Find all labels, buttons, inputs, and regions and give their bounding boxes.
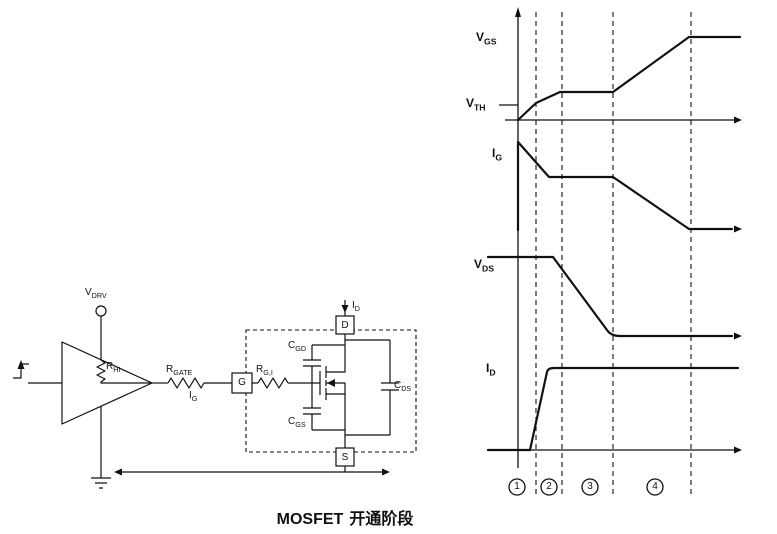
vgs-axis-arrow <box>734 116 742 124</box>
cgd-label-sub: GD <box>295 344 307 353</box>
figure-caption: MOSFET 开通阶段 <box>225 505 465 529</box>
id-label-base: I <box>486 361 490 375</box>
drain-terminal-letter: D <box>341 320 349 331</box>
ground-symbol <box>91 477 111 489</box>
caption-en: MOSFET <box>276 511 344 528</box>
mosfet-body-lead <box>326 382 346 394</box>
ig-circuit-label-base: I <box>189 390 192 401</box>
ig-circuit-label: IG <box>189 390 197 403</box>
vds-label-sub: DS <box>482 263 494 274</box>
gate-terminal-letter: G <box>238 377 246 388</box>
cgs-capacitor <box>303 383 345 431</box>
vds-trace <box>486 255 734 338</box>
phase-4-number: 4 <box>652 481 658 492</box>
rgi-resistor <box>257 377 289 389</box>
rgi-label-base: R <box>256 364 264 375</box>
mosfet-drain-lead <box>326 334 346 373</box>
vdrv-label: VDRV <box>85 287 107 300</box>
cgs-label: CGS <box>288 416 306 429</box>
return-rail-arrow <box>114 468 122 476</box>
phase-3-number: 3 <box>587 481 593 492</box>
circuit-arrowheads <box>17 305 390 476</box>
axis-arrowheads <box>515 7 742 454</box>
mosfet-body-arrow <box>327 379 335 387</box>
id-circuit-label-sub: D <box>354 304 360 313</box>
waveform-axes <box>488 14 734 468</box>
vds-label: VDS <box>474 257 494 274</box>
drain-terminal-box <box>335 315 355 335</box>
ig-label-base: I <box>492 146 496 160</box>
cgd-capacitor <box>303 344 345 383</box>
rgate-label-sub: GATE <box>173 368 193 377</box>
gate-terminal-box <box>231 372 253 394</box>
vgs-label-sub: GS <box>484 36 497 47</box>
ig-trace <box>516 140 734 232</box>
cgs-label-sub: GS <box>295 420 306 429</box>
vdrv-label-sub: DRV <box>91 291 107 300</box>
rgate-resistor <box>167 377 206 389</box>
terminal-boxes <box>231 315 355 467</box>
id-axis-arrow <box>734 446 742 454</box>
rhi-label-base: R <box>106 361 114 372</box>
vgs-label-base: V <box>476 30 485 44</box>
ig-label-sub: G <box>495 152 503 163</box>
cds-label-sub: DS <box>401 384 412 393</box>
rgi-label-sub: G,I <box>263 368 273 377</box>
phase-2-circle <box>540 478 558 496</box>
ig-trace-arrow <box>734 225 742 233</box>
id-circuit-label: ID <box>352 300 360 313</box>
vth-label: VTH <box>466 96 486 113</box>
ig-circuit-label-sub: G <box>191 394 198 403</box>
phase-2-number: 2 <box>546 481 552 492</box>
id-trace <box>486 366 740 452</box>
phase-4-circle <box>646 478 664 496</box>
source-out-arrow <box>382 468 390 476</box>
vth-label-sub: TH <box>474 102 486 113</box>
cgd-label-base: C <box>288 340 296 351</box>
vdrv-label-base: V <box>85 287 92 298</box>
phase-boundary-lines <box>535 12 692 497</box>
cgs-label-base: C <box>288 416 296 427</box>
rgi-label: RG,I <box>256 364 273 377</box>
id-label-sub: D <box>489 367 496 378</box>
source-terminal-box <box>335 447 355 467</box>
phase-1-number: 1 <box>514 481 520 492</box>
vth-label-base: V <box>466 96 475 110</box>
rhi-label-sub: HI <box>113 365 121 374</box>
phase-3-circle <box>581 478 599 496</box>
waveform-traces <box>486 35 742 452</box>
caption-zh: 开通阶段 <box>349 511 414 528</box>
input-step-symbol <box>13 363 29 379</box>
vgs-trace <box>516 35 742 122</box>
dashed-model-box <box>245 329 417 453</box>
vds-label-base: V <box>474 257 483 271</box>
cds-capacitor <box>345 339 399 436</box>
cgd-label: CGD <box>288 340 306 353</box>
id-circuit-label-base: I <box>352 300 355 311</box>
rhi-resistor <box>96 359 152 384</box>
vgs-label: VGS <box>476 30 497 47</box>
cds-label: CDS <box>394 380 411 393</box>
rhi-label: RHI <box>106 361 120 374</box>
input-step-arrow <box>17 360 25 369</box>
mosfet-source-lead <box>326 393 346 448</box>
driver-amplifier-symbol <box>61 341 153 425</box>
phase-1-circle <box>508 478 526 496</box>
id-current-arrow <box>341 305 349 313</box>
source-terminal-letter: S <box>341 452 349 463</box>
vdrv-terminal <box>95 305 107 317</box>
vertical-axis-arrow <box>515 7 521 17</box>
phase-markers <box>508 478 664 496</box>
cds-label-base: C <box>394 380 402 391</box>
id-label: ID <box>486 361 496 378</box>
mosfet-model-boundary <box>245 329 417 453</box>
vds-trace-arrow <box>734 332 742 340</box>
rgate-label: RGATE <box>166 364 192 377</box>
rgate-label-base: R <box>166 364 174 375</box>
ig-label: IG <box>492 146 503 163</box>
